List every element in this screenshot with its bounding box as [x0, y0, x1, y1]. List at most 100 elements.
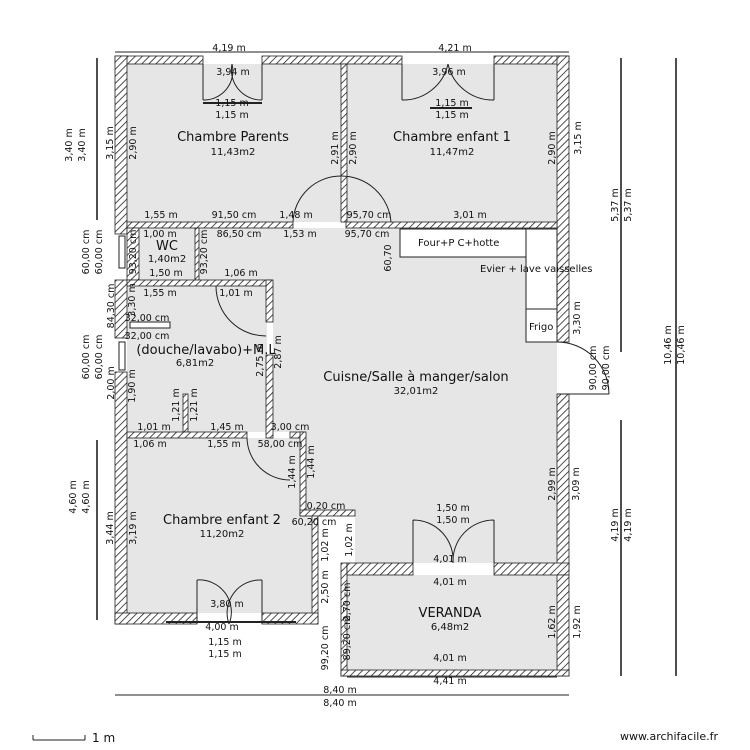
credit-text: www.archifacile.fr — [620, 730, 718, 743]
horizontal-dimensions: 4,19 m 4,21 m 3,94 m 3,96 m 1,15 m 1,15 … — [125, 43, 487, 709]
wall-left-lower — [114, 371, 128, 625]
dim-v-330-b: 3,30 m — [572, 301, 583, 334]
window-chambre-enfant-1 — [401, 63, 495, 101]
dim-v-102-b: 1,02 m — [344, 523, 355, 556]
dim-v-287: 2,87 m — [273, 335, 284, 368]
label-evier: Evier + lave vaisselles — [480, 264, 593, 275]
room-labels: Chambre Parents 11,43m2 Chambre enfant 1… — [136, 130, 592, 633]
dim-w-115-c: 1,15 m — [208, 637, 241, 648]
wall-sdb-right-a — [265, 279, 274, 323]
area-wc: 1,40m2 — [148, 254, 186, 265]
dim-w-6020: 60,20 cm — [292, 517, 337, 528]
dim-v-121-b: 1,21 m — [189, 388, 200, 421]
dim-door-b1: 1,15 m — [435, 98, 468, 109]
dim-w-9570-a: 95,70 cm — [347, 210, 392, 221]
window-chambre-parents — [202, 63, 263, 101]
dim-v-121-a: 1,21 m — [171, 388, 182, 421]
dim-w-155-b: 1,55 m — [143, 288, 176, 299]
dim-w-150-wc: 1,50 m — [149, 268, 182, 279]
dim-door-a1: 1,15 m — [215, 98, 248, 109]
wall-right-lower — [556, 393, 570, 572]
dim-top-right: 4,21 m — [438, 43, 471, 54]
dim-door-b2: 1,15 m — [435, 110, 468, 121]
dim-window-b: 3,96 m — [432, 67, 465, 78]
dim-w-153: 1,53 m — [283, 229, 316, 240]
dim-w-840-a: 8,40 m — [323, 685, 356, 696]
wall-h-bedrooms-a — [126, 221, 294, 229]
dim-v-9320-a: 93,20 cm — [128, 230, 139, 275]
label-sdb: (douche/lavabo)+M.L — [136, 343, 276, 358]
dim-v-200: 2,00 m — [106, 366, 117, 399]
dim-h-1046-b: 10,46 m — [676, 325, 687, 364]
dim-v-330-a: 3,30 m — [127, 283, 138, 316]
dim-v-192: 1,92 m — [572, 605, 583, 638]
dim-w-020: 0,20 cm — [307, 501, 346, 512]
dim-h-315-b: 3,15 m — [573, 121, 584, 154]
dim-w-100: 1,00 m — [143, 229, 176, 240]
wall-sdb-inner — [182, 393, 189, 433]
label-wc: WC — [156, 239, 178, 254]
shower-tray — [129, 321, 171, 329]
dim-v-9000-b: 90,00 cm — [601, 346, 612, 391]
sdb-small-panel — [118, 341, 126, 371]
dim-w-441: 4,41 m — [433, 676, 466, 687]
fridge-block — [525, 308, 558, 343]
dim-v-6070: 60,70 — [383, 244, 394, 271]
floor-wc — [139, 228, 197, 280]
dim-h-340-b: 3,40 m — [77, 128, 88, 161]
dim-h-315-a: 3,15 m — [105, 126, 116, 159]
dim-v-344: 3,44 m — [105, 511, 116, 544]
dim-v-6000-d: 60,00 cm — [94, 335, 105, 380]
door-chambre-enfant-2 — [246, 437, 291, 481]
floor-chambre-parents — [127, 64, 341, 222]
dim-v-6000-c: 60,00 cm — [81, 335, 92, 380]
dim-w-106-a: 1,06 m — [224, 268, 257, 279]
dim-v-9920: 99,20 cm — [320, 626, 331, 671]
wall-left-upper — [114, 55, 128, 235]
dim-window-a: 3,94 m — [216, 67, 249, 78]
dim-v-144-a: 1,44 m — [287, 455, 298, 488]
dim-h-537-a: 5,37 m — [610, 188, 621, 221]
wall-right-upper — [556, 55, 570, 343]
area-veranda: 6,48m2 — [431, 622, 469, 633]
dim-v-8920: 89,20 cm — [342, 616, 353, 661]
dim-v-9320-b: 93,20 cm — [199, 230, 210, 275]
dim-v-250: 2,50 m — [320, 570, 331, 603]
wall-left-mid — [114, 279, 128, 339]
dim-h-340-a: 3,40 m — [64, 128, 75, 161]
dim-w-155-a: 1,55 m — [144, 210, 177, 221]
door-sdb — [215, 285, 267, 337]
dim-w-840-b: 8,40 m — [323, 698, 356, 709]
dim-w-106-b: 1,06 m — [133, 439, 166, 450]
dim-top-left: 4,19 m — [212, 43, 245, 54]
dim-w-401-b: 4,01 m — [433, 577, 466, 588]
dim-w-401-c: 4,01 m — [433, 653, 466, 664]
dim-w-148: 1,48 m — [279, 210, 312, 221]
floor-sdb — [127, 286, 267, 432]
walls — [114, 55, 570, 677]
door-right-exterior — [556, 341, 610, 395]
dim-v-6000-a: 60,00 cm — [81, 230, 92, 275]
dim-h-290-a: 2,90 m — [128, 126, 139, 159]
label-chambre-parents: Chambre Parents — [177, 130, 289, 145]
dim-v-9000-a: 90,00 cm — [588, 346, 599, 391]
label-four: Four+P C+hotte — [418, 238, 499, 249]
area-sdb: 6,81m2 — [176, 358, 214, 369]
label-chambre-enfant-2: Chambre enfant 2 — [163, 513, 281, 528]
area-chambre-enfant-1: 11,47m2 — [430, 147, 475, 158]
vertical-dimensions: 3,40 m 3,40 m 3,15 m 2,90 m 2,91 m 2,90 … — [64, 121, 687, 670]
door-chambre-parents — [292, 175, 342, 223]
wall-top-left-b — [261, 55, 403, 65]
dim-h-291: 2,91 m — [330, 131, 341, 164]
dim-v-8430: 84,30 cm — [106, 284, 117, 329]
dim-v-190: 1,90 m — [127, 369, 138, 402]
wc-small-panel — [118, 235, 126, 269]
dim-w-401-a: 4,01 m — [433, 554, 466, 565]
label-chambre-enfant-1: Chambre enfant 1 — [393, 130, 511, 145]
dim-v-460-a: 4,60 m — [68, 480, 79, 513]
area-cuisine: 32,01m2 — [394, 386, 439, 397]
label-cuisine: Cuisne/Salle à manger/salon — [323, 370, 508, 385]
dim-w-8650: 86,50 cm — [217, 229, 262, 240]
dim-v-460-b: 4,60 m — [81, 480, 92, 513]
